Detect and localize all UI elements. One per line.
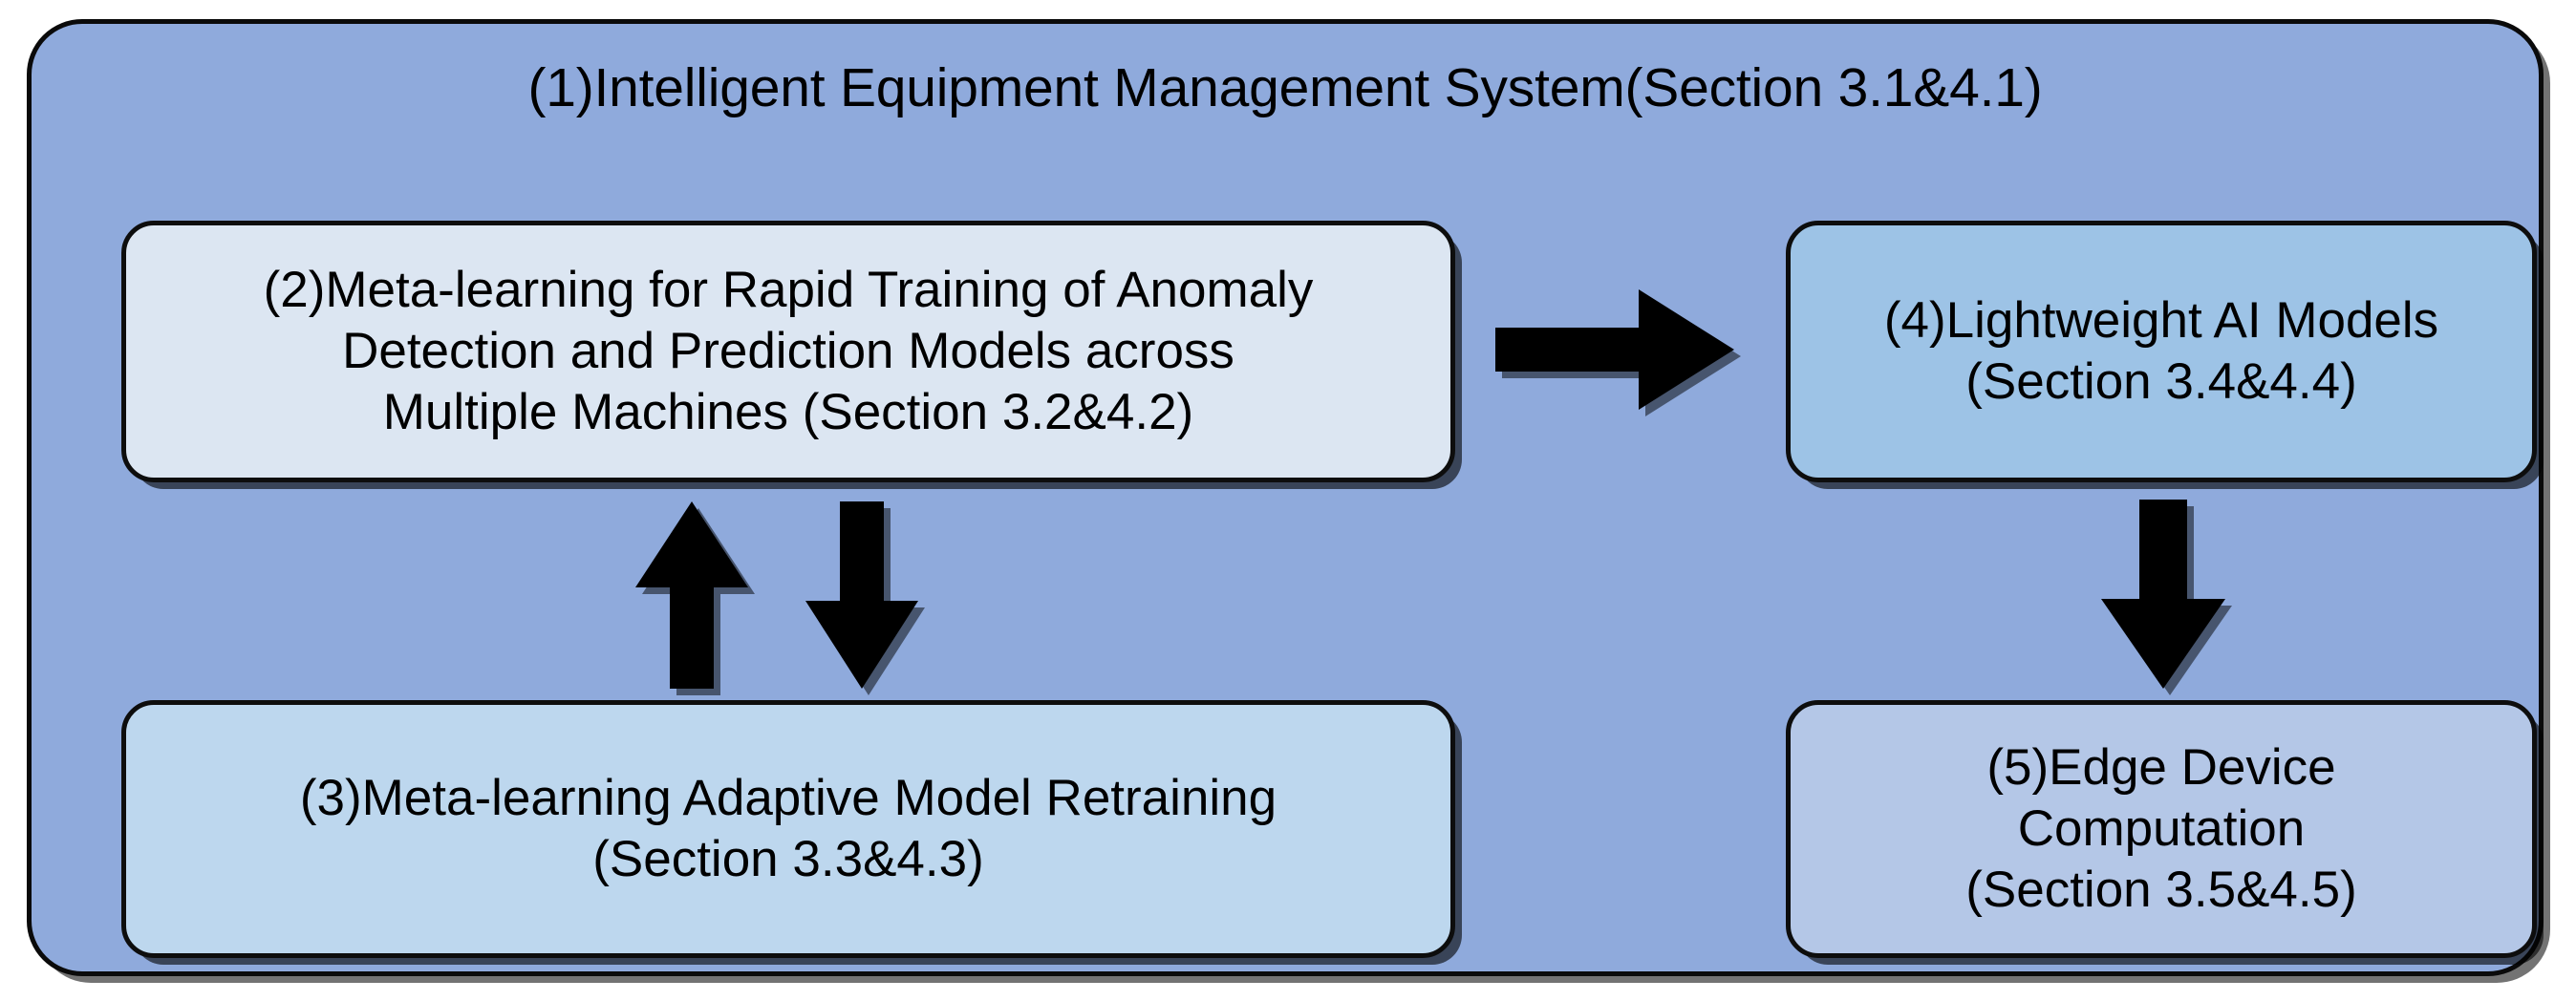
arrow-up-icon <box>635 501 748 689</box>
node-3-line-2: (Section 3.3&4.3) <box>592 831 984 887</box>
node-edge-device-computation-text: (5)Edge Device Computation (Section 3.5&… <box>1810 737 2513 921</box>
node-2-line-2: Detection and Prediction Models across <box>342 322 1234 379</box>
node-adaptive-retraining-text: (3)Meta-learning Adaptive Model Retraini… <box>145 768 1431 890</box>
node-4-line-1: (4)Lightweight AI Models <box>1883 291 2439 349</box>
node-meta-learning-training[interactable]: (2)Meta-learning for Rapid Training of A… <box>121 221 1455 482</box>
node-2-line-3: Multiple Machines (Section 3.2&4.2) <box>382 384 1194 441</box>
node-lightweight-ai-models-text: (4)Lightweight AI Models (Section 3.4&4.… <box>1810 290 2513 413</box>
node-adaptive-retraining[interactable]: (3)Meta-learning Adaptive Model Retraini… <box>121 700 1455 958</box>
node-lightweight-ai-models[interactable]: (4)Lightweight AI Models (Section 3.4&4.… <box>1786 221 2537 482</box>
intelligent-equipment-management-system-container: (1)Intelligent Equipment Management Syst… <box>27 19 2544 976</box>
arrow-down-icon <box>2101 500 2225 689</box>
node-edge-device-computation[interactable]: (5)Edge Device Computation (Section 3.5&… <box>1786 700 2537 958</box>
node-2-line-1: (2)Meta-learning for Rapid Training of A… <box>263 261 1314 318</box>
node-meta-learning-training-text: (2)Meta-learning for Rapid Training of A… <box>145 260 1431 443</box>
node-5-line-3: (Section 3.5&4.5) <box>1965 862 2357 919</box>
arrow-down-icon <box>805 501 918 689</box>
node-4-line-2: (Section 3.4&4.4) <box>1965 353 2357 410</box>
arrow-right-icon <box>1495 288 1734 412</box>
node-5-line-2: Computation <box>2017 799 2306 857</box>
system-title: (1)Intelligent Equipment Management Syst… <box>527 57 2043 118</box>
node-5-line-1: (5)Edge Device <box>1986 738 2336 796</box>
node-3-line-1: (3)Meta-learning Adaptive Model Retraini… <box>299 769 1277 826</box>
